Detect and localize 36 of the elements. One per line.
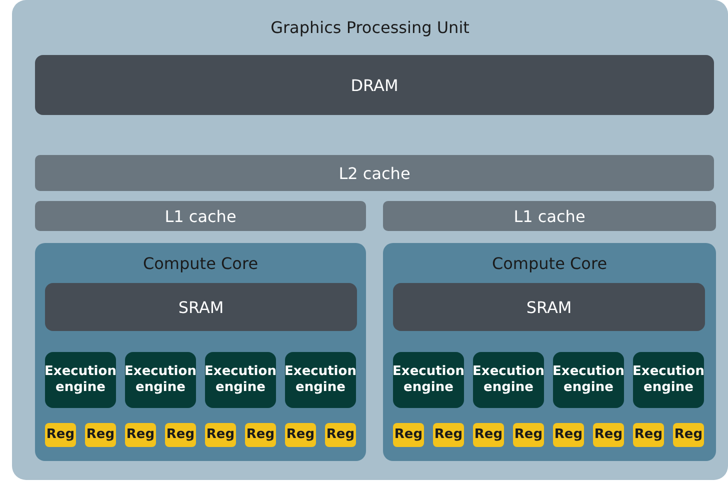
execution-engine-block: Execution engine bbox=[125, 352, 196, 408]
cache-bar: L1 cache bbox=[383, 201, 716, 231]
register-block: Reg bbox=[285, 423, 316, 447]
panel-title: Compute Core bbox=[142, 254, 260, 273]
execution-engine-block: Execution engine bbox=[393, 352, 464, 408]
compute-core-panel bbox=[383, 243, 716, 461]
register-block: Reg bbox=[393, 423, 424, 447]
register-block: Reg bbox=[245, 423, 276, 447]
cache-bar: L1 cache bbox=[35, 201, 366, 231]
register-block: Reg bbox=[593, 423, 624, 447]
execution-engine-block: Execution engine bbox=[553, 352, 624, 408]
register-block: Reg bbox=[633, 423, 664, 447]
execution-engine-block: Execution engine bbox=[45, 352, 116, 408]
register-block: Reg bbox=[673, 423, 704, 447]
register-block: Reg bbox=[45, 423, 76, 447]
execution-engine-block: Execution engine bbox=[633, 352, 704, 408]
register-block: Reg bbox=[433, 423, 464, 447]
panel-title: Graphics Processing Unit bbox=[270, 18, 470, 37]
register-block: Reg bbox=[513, 423, 544, 447]
register-block: Reg bbox=[125, 423, 156, 447]
cache-bar: L2 cache bbox=[35, 155, 714, 191]
panel-title: Compute Core bbox=[490, 254, 608, 273]
execution-engine-block: Execution engine bbox=[205, 352, 276, 408]
memory-block: DRAM bbox=[35, 55, 714, 115]
execution-engine-block: Execution engine bbox=[285, 352, 356, 408]
register-block: Reg bbox=[325, 423, 356, 447]
register-block: Reg bbox=[205, 423, 236, 447]
gpu-panel bbox=[12, 0, 728, 480]
execution-engine-block: Execution engine bbox=[473, 352, 544, 408]
memory-block: SRAM bbox=[393, 283, 705, 331]
compute-core-panel bbox=[35, 243, 366, 461]
register-block: Reg bbox=[553, 423, 584, 447]
register-block: Reg bbox=[473, 423, 504, 447]
register-block: Reg bbox=[165, 423, 196, 447]
register-block: Reg bbox=[85, 423, 116, 447]
memory-block: SRAM bbox=[45, 283, 357, 331]
